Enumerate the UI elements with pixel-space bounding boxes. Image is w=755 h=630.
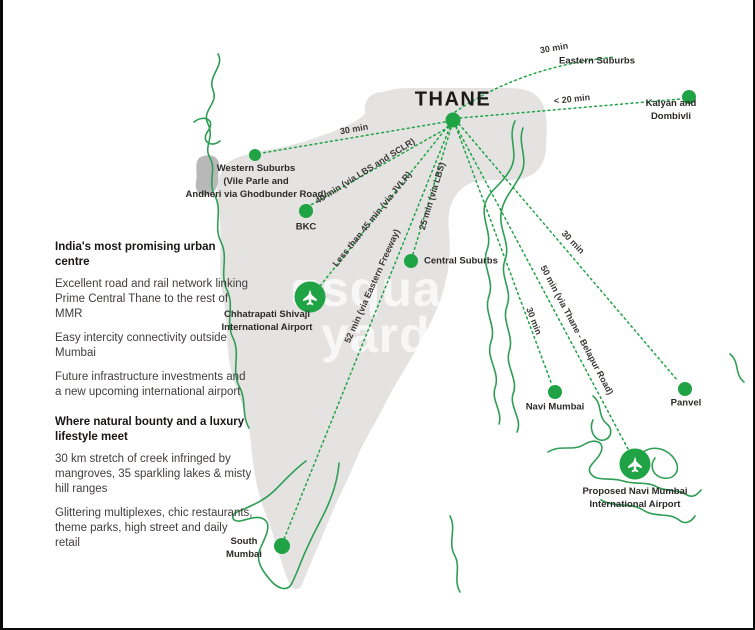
panvel-creek-loop-upper [590, 395, 612, 441]
national-park-patch [195, 155, 220, 196]
map-routes-artwork [249, 56, 696, 554]
route-line-kalyan-and-dombivli [459, 98, 682, 119]
route-line-bkc [308, 126, 450, 207]
south-mumbai-outline [231, 460, 340, 590]
info-paragraph: Easy intercity connectivity outside Mumb… [55, 331, 227, 359]
info-heading: Where natural bounty and a luxury lifest… [55, 416, 245, 444]
info-section-natural-bounty: Where natural bounty and a luxury lifest… [55, 415, 253, 551]
dot-bkc [299, 204, 313, 218]
square-yards-watermark: square yards [293, 261, 491, 363]
info-paragraph: Future infrastructure investments and a … [55, 370, 246, 398]
airplane-icon [628, 456, 642, 473]
route-line-nmia [455, 125, 629, 450]
location-label-csia: Chhatrapati Shivaji International Airpor… [221, 309, 313, 333]
location-label-bkc: BKC [295, 221, 317, 233]
dot-south-mumbai [274, 538, 290, 554]
location-label-navi-mumbai: Navi Mumbai [525, 401, 585, 413]
route-line-eastern-suburbs [454, 56, 616, 113]
bottom-center-creek [449, 515, 461, 593]
region-label-eastern-suburbs: Eastern Suburbs [558, 55, 636, 67]
panvel-creek-lower [600, 499, 696, 524]
thane-creek-line-b [500, 127, 525, 433]
west-coastline [205, 53, 250, 429]
location-label-panvel: Panvel [670, 397, 702, 409]
info-panel: India's most promising urban centre Exce… [55, 240, 253, 567]
right-edge-creek [729, 353, 745, 383]
vasai-creek-detail [193, 117, 221, 145]
info-paragraph: 30 km stretch of creek infringed by mang… [55, 453, 252, 496]
info-paragraph: Excellent road and rail network linking … [55, 277, 249, 320]
route-line-south-mumbai [283, 126, 451, 540]
airplane-icon [303, 289, 317, 306]
panvel-creek-main [547, 440, 702, 497]
route-line-central-suburbs [412, 127, 452, 255]
dot-kalyan-and-dombivli [682, 90, 696, 104]
dot-panvel [678, 382, 692, 396]
thane-creek-line-a [483, 120, 516, 425]
dot-western-suburbs [249, 149, 261, 161]
route-line-panvel [458, 123, 679, 382]
panvel-creek-loop-east [642, 447, 679, 480]
location-label-south-mumbai: South Mumbai [226, 536, 262, 560]
dot-central-suburbs [404, 254, 418, 268]
location-label-central-suburbs: Central Suburbs [424, 255, 498, 267]
info-paragraph: Glittering multiplexes, chic restaurants… [55, 507, 253, 549]
dot-navi-mumbai [548, 385, 562, 399]
watermark-line1: square [321, 261, 491, 317]
info-heading: India's most promising urban centre [55, 241, 216, 268]
watermark-line2: yards [321, 307, 460, 363]
location-label-nmia: Proposed Navi Mumbai International Airpo… [582, 486, 688, 510]
route-line-navi-mumbai [455, 126, 553, 386]
dot-thane-hub [445, 112, 461, 128]
location-label-western-suburbs: Western Suburbs (Vile Parle and Andheri … [185, 162, 327, 200]
thane-title: THANE [414, 88, 492, 111]
location-label-kalyan-and-dombivli: Kalyan and Dombivli [645, 98, 697, 122]
info-section-urban-centre: India's most promising urban centre Exce… [55, 240, 253, 399]
route-line-western-suburbs [261, 121, 446, 154]
